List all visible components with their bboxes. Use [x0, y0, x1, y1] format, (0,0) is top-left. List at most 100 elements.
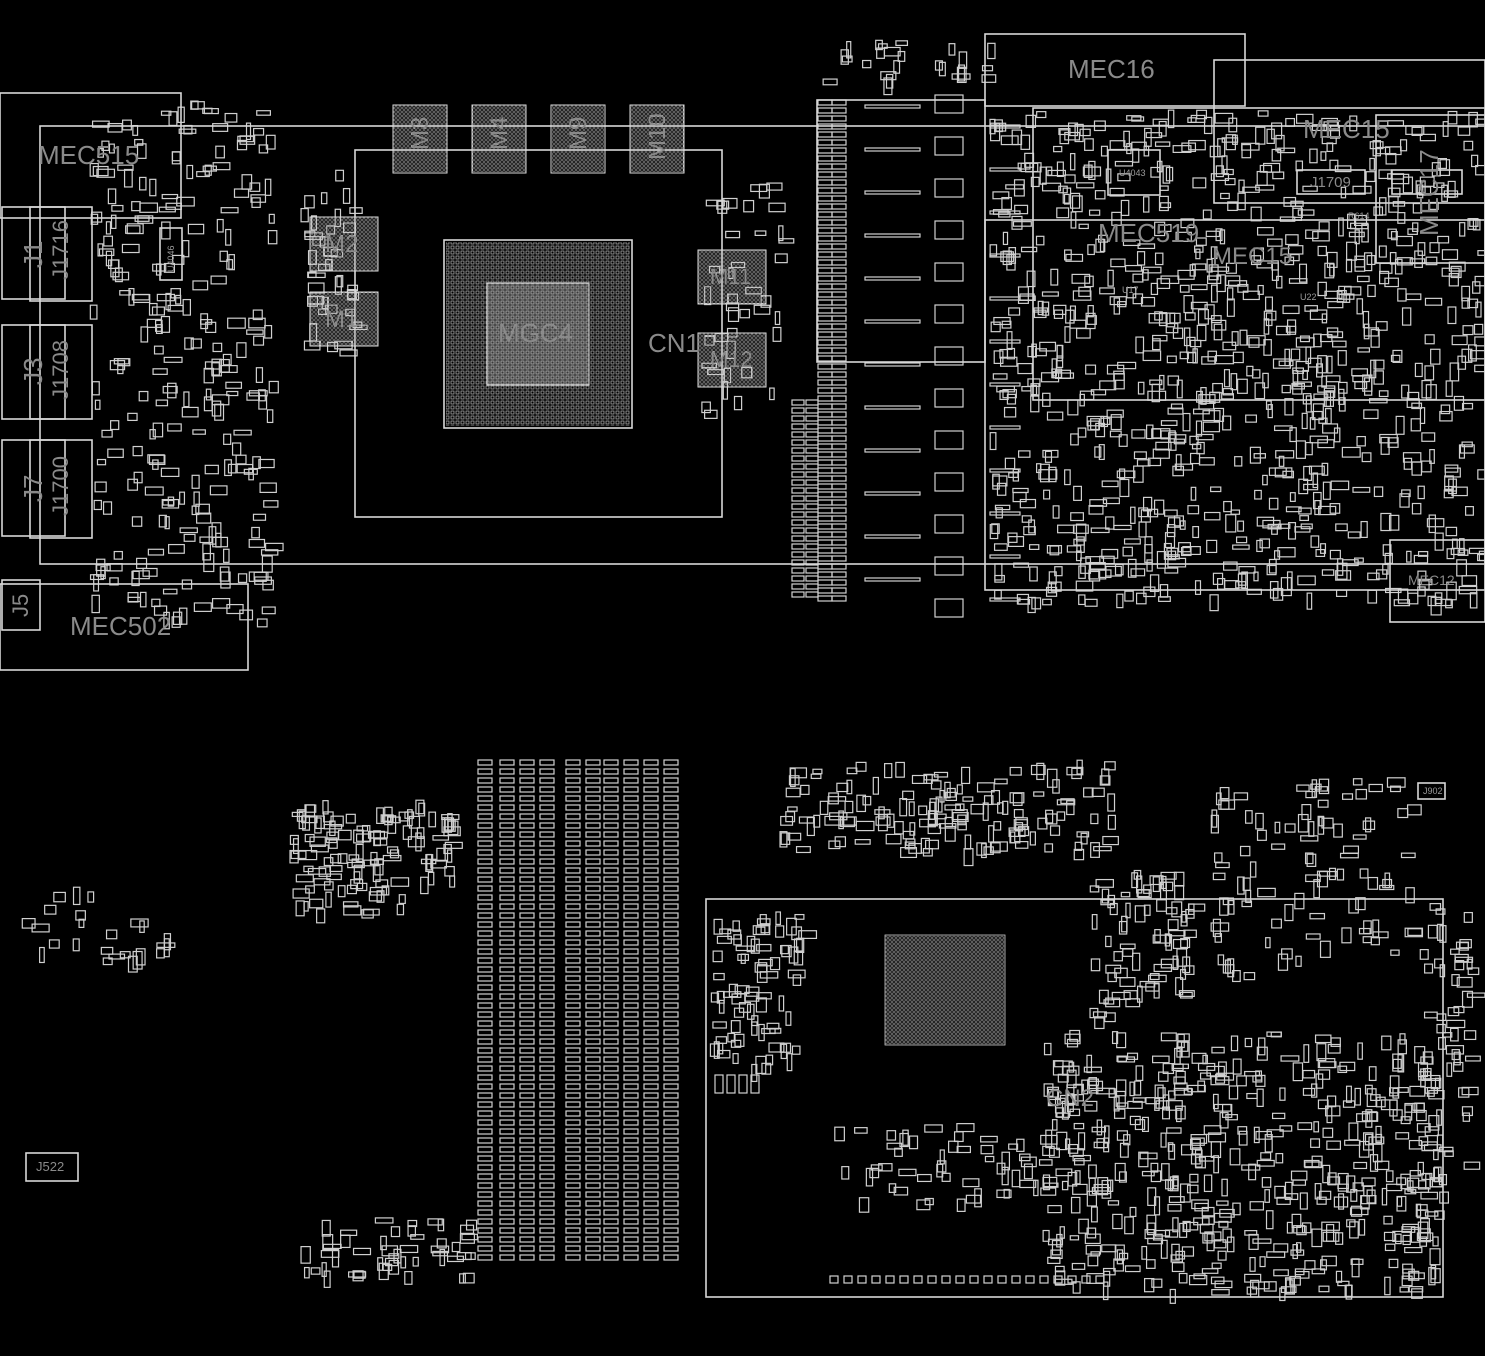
pad [1048, 466, 1057, 483]
pad [499, 804, 515, 811]
pad [1053, 145, 1063, 153]
pad [791, 559, 805, 566]
pad [1299, 515, 1309, 522]
pad [603, 1047, 619, 1054]
pad [239, 609, 254, 621]
pad [1014, 841, 1029, 849]
pad [381, 885, 390, 896]
pad [1216, 1200, 1229, 1206]
pad [725, 230, 741, 239]
pad [1387, 228, 1397, 239]
pad [1162, 165, 1171, 184]
pad [805, 439, 819, 446]
pad [875, 39, 883, 51]
pad [1405, 293, 1422, 301]
pad [1055, 372, 1075, 379]
pad [461, 1233, 478, 1241]
pad [1113, 297, 1121, 315]
pad [161, 193, 179, 200]
pad [1330, 1037, 1341, 1047]
pad [1102, 1267, 1116, 1276]
pad [756, 964, 768, 983]
pad [565, 1101, 581, 1108]
pad [623, 966, 639, 973]
pad [1312, 472, 1319, 489]
pad [1321, 569, 1335, 576]
pad [1411, 402, 1423, 410]
pad [1271, 1112, 1286, 1120]
pad [663, 912, 679, 919]
pad [1445, 380, 1453, 397]
pad [1316, 1043, 1327, 1062]
pad [643, 1227, 659, 1234]
pad [1100, 145, 1108, 157]
pad [1103, 1137, 1110, 1153]
pad [415, 832, 422, 852]
pad [565, 930, 581, 937]
label-j1716: J1716 [48, 220, 73, 280]
pad [205, 388, 212, 401]
pad [603, 1110, 619, 1117]
pad [102, 501, 113, 515]
pad [1326, 1106, 1333, 1124]
pad [704, 409, 718, 419]
pad [1194, 245, 1204, 253]
pad [805, 487, 819, 494]
pad [1317, 799, 1329, 808]
pad [970, 803, 985, 815]
pad [132, 124, 139, 136]
pad [831, 235, 847, 242]
pad [817, 155, 833, 162]
pad [1194, 1149, 1203, 1168]
pad [1020, 134, 1031, 150]
pad [1116, 1102, 1129, 1109]
pad [451, 1241, 461, 1253]
pad [989, 167, 1021, 172]
pad [1256, 1088, 1264, 1107]
pad [715, 1036, 728, 1044]
pad [1265, 1210, 1274, 1230]
pad [1007, 532, 1018, 543]
pad [1110, 414, 1122, 431]
pad [93, 574, 100, 592]
pad [1333, 1196, 1349, 1208]
pad [1475, 164, 1485, 176]
pad [1440, 404, 1451, 415]
pad [774, 311, 781, 326]
pad [407, 1225, 417, 1237]
pad [519, 1245, 535, 1252]
pad [1276, 275, 1283, 289]
pad [499, 813, 515, 820]
pad [1237, 283, 1249, 293]
pad [163, 933, 172, 951]
pad [603, 1173, 619, 1180]
pad [1171, 901, 1183, 918]
pad [1119, 977, 1136, 987]
pad [178, 607, 188, 625]
pad [1327, 301, 1344, 309]
pad [603, 804, 619, 811]
pad [623, 930, 639, 937]
pad [817, 323, 833, 330]
pad [663, 1056, 679, 1063]
pad [261, 606, 276, 615]
pad [1134, 1119, 1146, 1131]
pad [1039, 166, 1047, 185]
pad [643, 1245, 659, 1252]
pad [1255, 184, 1275, 191]
pad [519, 1065, 535, 1072]
pad [519, 777, 535, 784]
pad [585, 840, 601, 847]
pad [1335, 570, 1352, 581]
pad [908, 801, 915, 817]
pad [1213, 323, 1223, 341]
pad [1395, 1233, 1402, 1245]
pad [456, 1252, 472, 1261]
pad [183, 391, 190, 408]
pad [1221, 1178, 1228, 1197]
pad [329, 820, 336, 837]
pad [1362, 1132, 1374, 1151]
pad [432, 1250, 448, 1257]
pad [831, 395, 847, 402]
